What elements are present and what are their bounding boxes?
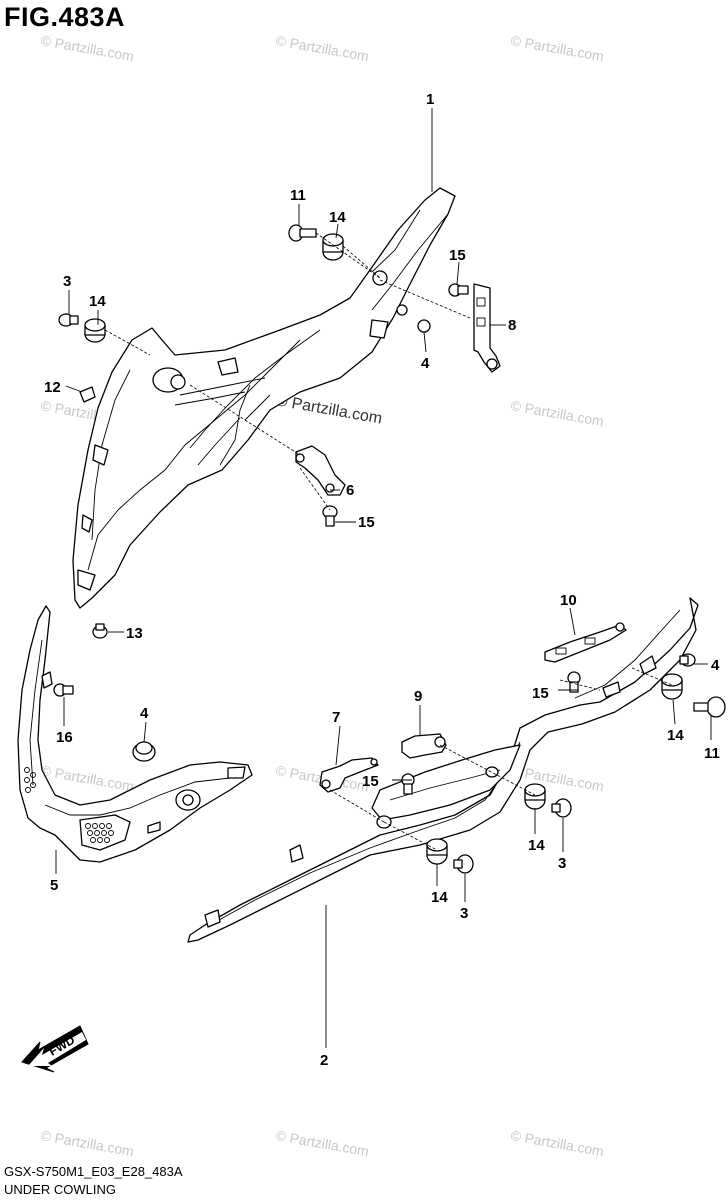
callout-14: 14 [667,727,684,744]
callout-3: 3 [558,855,566,872]
watermark: © Partzilla.com [509,397,605,429]
part-1-side-cowling [72,187,456,609]
callouts: 1 11 14 3 14 12 15 8 4 6 15 13 16 4 5 7 … [44,91,720,1069]
part-5-front-cowling [17,605,253,863]
callout-15: 15 [362,773,379,790]
callout-14: 14 [431,889,448,906]
callout-11: 11 [290,187,306,204]
callout-14: 14 [528,837,545,854]
callout-7: 7 [332,709,340,726]
callout-6: 6 [346,482,354,499]
callout-14: 14 [329,209,346,226]
part-6-bracket [295,445,346,496]
callout-8: 8 [508,317,516,334]
figure-title: FIG.483A [4,2,126,32]
callout-12: 12 [44,379,61,396]
watermarks: © Partzilla.com © Partzilla.com © Partzi… [39,32,605,1159]
callout-15: 15 [532,685,549,702]
callout-3: 3 [63,273,71,290]
fwd-arrow-icon: FWD [21,1025,89,1073]
part-9-bracket [401,733,447,759]
part-8-bracket [473,283,501,373]
callout-15: 15 [358,514,375,531]
callout-3: 3 [460,905,468,922]
callout-5: 5 [50,877,58,894]
callout-4: 4 [711,657,720,674]
footer-name: UNDER COWLING [4,1182,116,1197]
callout-9: 9 [414,688,422,705]
watermark: © Partzilla.com [509,1127,605,1159]
callout-16: 16 [56,729,73,746]
callout-15: 15 [449,247,466,264]
callout-4: 4 [421,355,430,372]
leader-lines [55,108,712,1048]
watermark: © Partzilla.com [39,32,135,64]
callout-4: 4 [140,705,149,722]
callout-1: 1 [426,91,434,108]
callout-13: 13 [126,625,143,642]
part-7-bracket [319,757,379,793]
assembly-lines [104,232,673,851]
watermark: © Partzilla.com [274,1127,370,1159]
watermark: © Partzilla.com [509,32,605,64]
callout-10: 10 [560,592,577,609]
vent-holes [24,767,114,843]
part-10-bracket [544,622,627,663]
callout-14: 14 [89,293,106,310]
watermark: © Partzilla.com [39,762,135,794]
watermark: © Partzilla.com [274,32,370,64]
watermark: © Partzilla.com [39,1127,135,1159]
footer-code: GSX-S750M1_E03_E28_483A [4,1164,183,1179]
part-2-under-cowling [187,597,699,943]
callout-11: 11 [704,745,720,762]
callout-2: 2 [320,1052,328,1069]
